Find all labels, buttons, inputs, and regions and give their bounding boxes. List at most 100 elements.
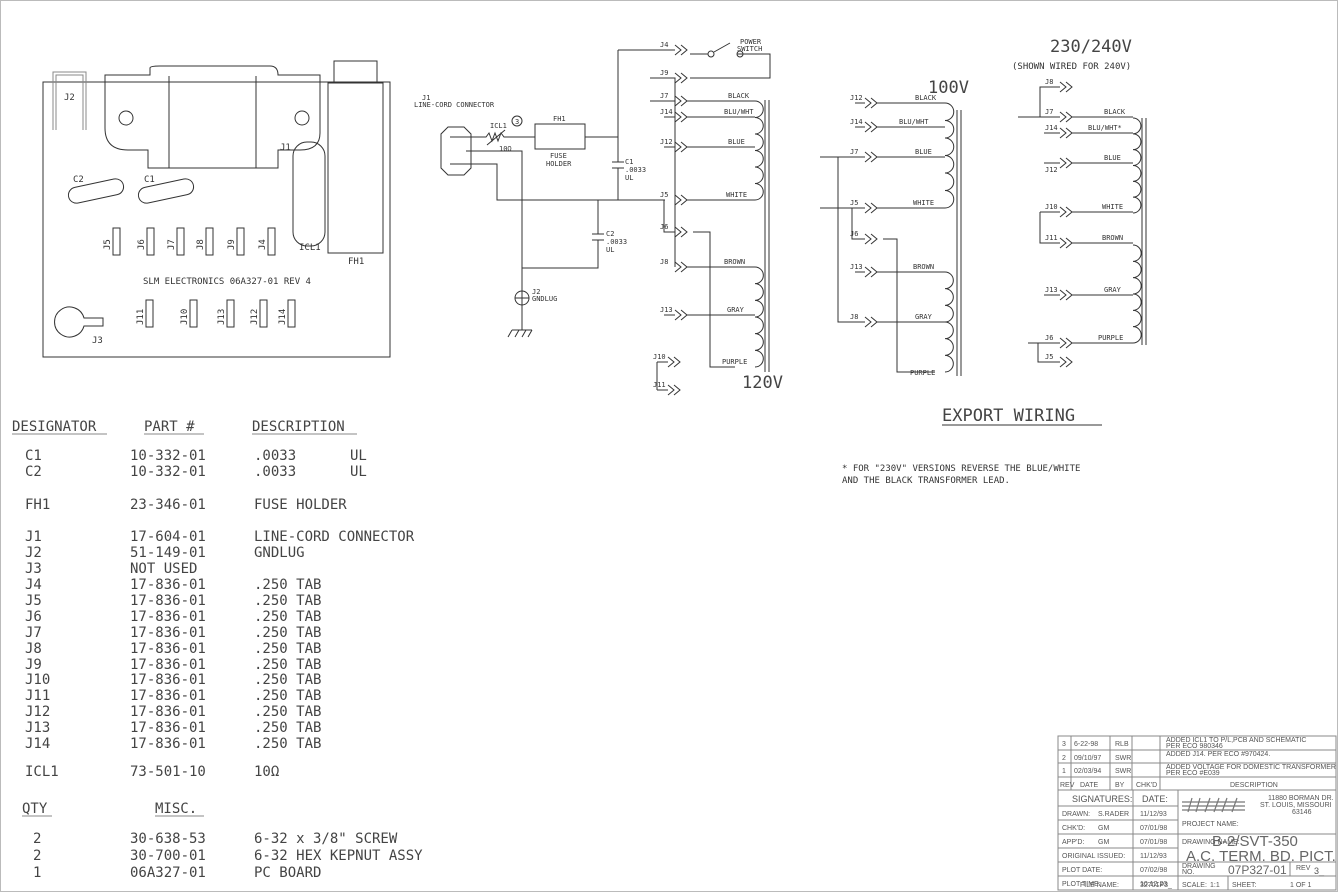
rev-marker <box>511 115 523 127</box>
bom-header-designator: DESIGNATOR <box>12 419 97 435</box>
j1-label: J1 <box>422 94 430 102</box>
voltage-label-240v: 230/240V <box>1050 37 1132 57</box>
connector-arrow-icon <box>1059 337 1073 349</box>
rev-description: PER ECO 980346 <box>1166 743 1223 750</box>
rev-number: 2 <box>1062 755 1066 762</box>
connector-label: J8 <box>1045 78 1053 86</box>
c2-rating: UL <box>606 246 614 254</box>
wire-color-label: BROWN <box>913 263 934 271</box>
connector-label: J5 <box>660 191 668 199</box>
coil-winding <box>1132 117 1142 214</box>
rev-value: 3_ <box>1314 866 1325 876</box>
misc-description: PC BOARD <box>254 865 321 881</box>
bom-description: .250 TAB <box>254 577 321 593</box>
pcb-outline <box>42 81 391 358</box>
signature-name: GM <box>1098 839 1109 846</box>
voltage-label-100v: 100V <box>928 78 969 98</box>
bom-description: LINE-CORD CONNECTOR <box>254 529 415 545</box>
bom-designator: FH1 <box>25 497 50 513</box>
signature-role: PLOT TIME: <box>1062 881 1101 888</box>
connector-label: J13 <box>850 263 863 271</box>
tab-label: J10 <box>180 309 190 325</box>
signature-role: DRAWN: <box>1062 811 1090 818</box>
connector-label: J10 <box>653 353 666 361</box>
c1-rating: UL <box>625 174 633 182</box>
pcb-silkscreen: SLM ELECTRONICS 06A327-01 REV 4 <box>143 277 311 287</box>
drawing-no-label: DRAWING <box>1182 863 1216 870</box>
tab-terminal <box>145 299 154 328</box>
bom-designator: J1 <box>25 529 42 545</box>
wire-color-label: BLACK <box>915 94 937 102</box>
connector-arrow-icon <box>667 384 681 396</box>
scale-value: 1:1 <box>1210 882 1220 889</box>
bom-description: .0033 <box>254 448 296 464</box>
bom-designator: J6 <box>25 609 42 625</box>
wire-color-label: GRAY <box>1104 286 1122 294</box>
connector-label: J14 <box>1045 124 1058 132</box>
connector-label: J7 <box>660 92 668 100</box>
connector-arrow-icon <box>1059 157 1073 169</box>
connector-label: J13 <box>660 306 673 314</box>
rev-description: ADDED ICL1 TO P/L,PCB AND SCHEMATIC <box>1166 737 1306 744</box>
signature-date: 07/02/98 <box>1140 867 1167 874</box>
j2-label: J2 <box>532 288 540 296</box>
bom-description: .250 TAB <box>254 688 321 704</box>
connector-arrow-icon <box>1059 206 1073 218</box>
drawing-name-label: DRAWING NAME: <box>1182 839 1240 846</box>
wire-color-label: BLUE <box>1104 154 1121 162</box>
bom-part-number: 17-604-01 <box>130 529 206 545</box>
power-switch-label: POWER <box>740 38 762 46</box>
tab-label: J9 <box>227 239 237 250</box>
connector-label: J4 <box>660 41 668 49</box>
tab-terminal <box>205 227 214 256</box>
wire-color-label: BROWN <box>1102 234 1123 242</box>
pcb-label-fh1: FH1 <box>348 257 364 267</box>
wire-color-label: BROWN <box>724 258 745 266</box>
icl1-value: 10Ω <box>499 145 512 153</box>
rev-description: ADDED J14. PER ECO #970424. <box>1166 751 1270 758</box>
company-logo <box>1182 797 1245 813</box>
ground-icon <box>507 291 533 338</box>
voltage-label-120v: 120V <box>742 373 783 393</box>
connector-label: J6 <box>1045 334 1053 342</box>
pcb-label-j3: J3 <box>92 336 103 346</box>
tab-terminal <box>259 299 268 328</box>
tab-label: J5 <box>103 239 113 250</box>
connector-label: J8 <box>850 313 858 321</box>
coil-winding <box>754 100 764 201</box>
rev-by: RLB <box>1115 741 1129 748</box>
connector-arrow-icon <box>864 316 878 328</box>
rev-by: SWR <box>1115 755 1131 762</box>
connector-arrow-icon <box>1059 289 1073 301</box>
bom-part-number: 73-501-10 <box>130 764 206 780</box>
tab-label: J12 <box>250 309 260 325</box>
bom-description: .250 TAB <box>254 720 321 736</box>
mount-hole <box>118 110 134 126</box>
connector-label: J14 <box>850 118 863 126</box>
tab-label: J4 <box>258 239 268 250</box>
drawing-name: A.C. TERM. BD. PICT. <box>1186 848 1336 865</box>
coil-winding <box>944 102 955 209</box>
misc-qty: 1 <box>33 865 41 881</box>
connector-label: J5 <box>1045 353 1053 361</box>
signature-role: PLOT DATE: <box>1062 867 1102 874</box>
bom-designator: J5 <box>25 593 42 609</box>
bom-part-number: 17-836-01 <box>130 641 206 657</box>
connector-arrow-icon <box>674 111 688 123</box>
bom-designator: J2 <box>25 545 42 561</box>
connector-arrow-icon <box>1059 111 1073 123</box>
tab-label: J8 <box>196 239 206 250</box>
bom-part-number: 17-836-01 <box>130 672 206 688</box>
address-line: ST. LOUIS, MISSOURI <box>1260 802 1332 809</box>
connector-label: J13 <box>1045 286 1058 294</box>
fuse-holder-label: FUSE <box>550 152 567 160</box>
bom-part-number: 17-836-01 <box>130 609 206 625</box>
connector-label: J7 <box>850 148 858 156</box>
rev-header: DESCRIPTION <box>1230 782 1278 789</box>
bom-description: .250 TAB <box>254 625 321 641</box>
wiring-240v <box>1018 86 1060 363</box>
bom-description: .250 TAB <box>254 736 321 752</box>
connector-label: J14 <box>660 108 673 116</box>
bom-designator: J9 <box>25 657 42 673</box>
